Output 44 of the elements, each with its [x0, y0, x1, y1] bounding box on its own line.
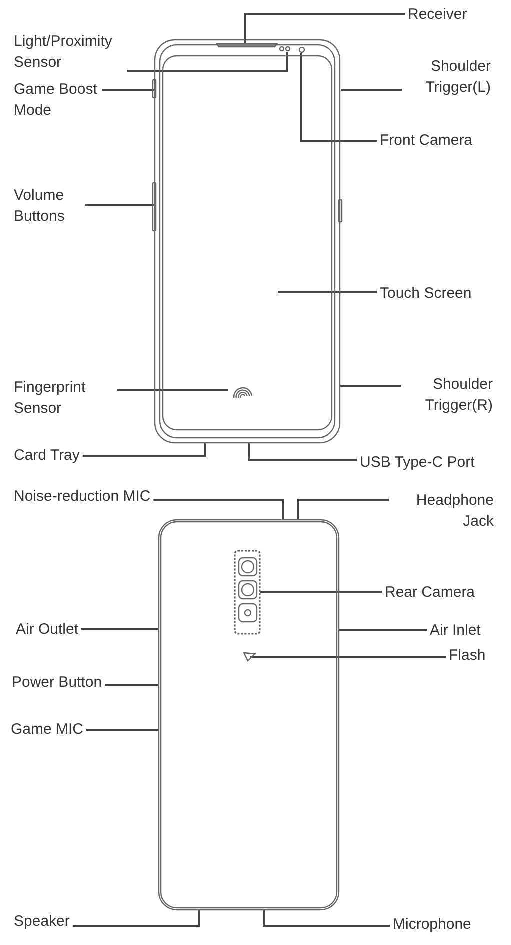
leader-line [340, 385, 401, 387]
part-label: Microphone [393, 914, 472, 935]
part-label: Game MIC [11, 719, 84, 740]
part-label: Card Tray [14, 445, 80, 466]
part-label: Speaker [14, 911, 70, 932]
part-label: Game Boost Mode [14, 79, 99, 121]
leader-line [339, 629, 427, 631]
part-label: Receiver [408, 4, 468, 25]
leader-line [341, 89, 402, 91]
leader-line [154, 499, 284, 520]
part-label: Shoulder Trigger(R) [404, 374, 493, 416]
part-label: Light/Proximity Sensor [14, 31, 124, 73]
leader-line [72, 910, 200, 927]
leader-line [250, 656, 446, 658]
leader-line [297, 499, 389, 520]
part-label: Front Camera [380, 130, 473, 151]
part-label: USB Type-C Port [360, 452, 475, 473]
leader-line [260, 591, 382, 593]
part-label: Air Inlet [430, 620, 481, 641]
part-label: Volume Buttons [14, 185, 82, 227]
leader-line [105, 684, 159, 686]
leader-line [127, 52, 288, 72]
leader-line [82, 628, 159, 630]
leader-line [248, 443, 357, 461]
part-label: Rear Camera [385, 582, 476, 603]
part-label: Noise-reduction MIC [14, 486, 151, 507]
leader-line [82, 443, 206, 457]
leader-line [300, 53, 377, 142]
part-label: Flash [449, 645, 486, 666]
leader-line [278, 291, 377, 293]
leader-line [263, 910, 390, 927]
phone-back-drawing [158, 519, 340, 911]
leader-line [117, 389, 228, 391]
leader-line [244, 13, 405, 44]
leader-line [85, 204, 155, 206]
part-label: Touch Screen [380, 283, 472, 304]
phone-front-drawing [152, 39, 343, 444]
part-label: Power Button [12, 672, 102, 693]
part-label: Fingerprint Sensor [14, 377, 114, 419]
part-label: Headphone Jack [392, 490, 494, 532]
part-label: Shoulder Trigger(L) [405, 56, 491, 98]
part-label: Air Outlet [16, 619, 79, 640]
leader-line [86, 729, 159, 731]
leader-line [102, 89, 155, 91]
